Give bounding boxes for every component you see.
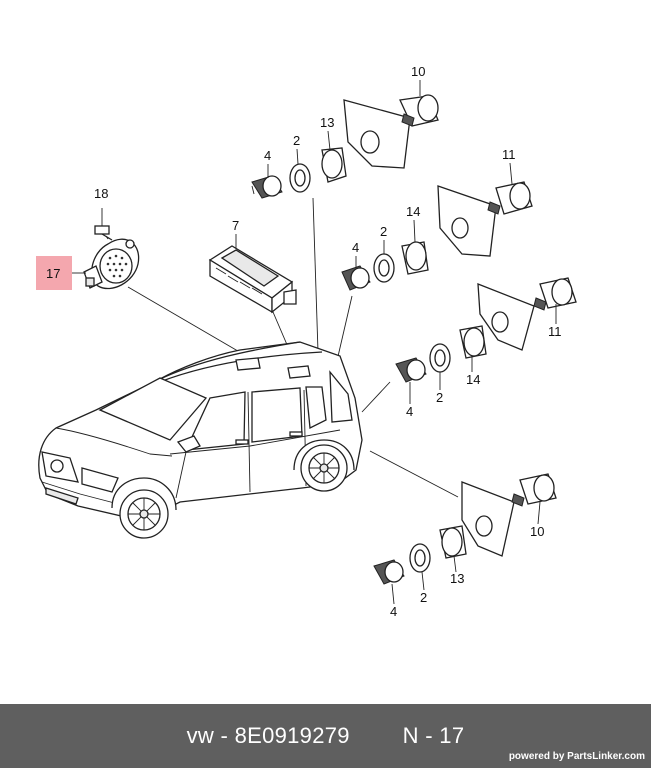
position-label: N - 17 xyxy=(402,723,465,748)
label-2-lower: 2 xyxy=(436,390,443,405)
car-illustration xyxy=(38,341,363,539)
label-11-upper: 11 xyxy=(502,147,516,162)
label-11-lower: 11 xyxy=(548,324,562,339)
buzzer-part-17 xyxy=(36,238,140,290)
control-unit-module xyxy=(208,245,297,314)
screw-part-18 xyxy=(94,208,113,241)
powered-by-link[interactable]: powered by PartsLinker.com xyxy=(508,751,645,762)
label-2-bottom: 2 xyxy=(420,590,427,605)
label-4-top: 4 xyxy=(264,148,271,163)
sensor-group-bottom xyxy=(373,473,557,585)
brand-label: vw xyxy=(186,723,215,748)
label-17: 17 xyxy=(46,266,60,281)
part-number: 8E0919279 xyxy=(234,723,350,748)
callout-labels: 10 13 2 4 11 14 2 4 7 18 17 11 14 2 4 10… xyxy=(46,64,562,619)
label-10-bottom: 10 xyxy=(530,524,544,539)
label-10-top: 10 xyxy=(411,64,425,79)
label-2-upper: 2 xyxy=(380,224,387,239)
label-7: 7 xyxy=(232,218,239,233)
label-14-upper: 14 xyxy=(406,204,420,219)
leader-lines xyxy=(127,197,459,498)
sensor-group-top xyxy=(251,94,439,199)
part-info: vw - 8E0919279 N - 17 xyxy=(186,723,465,748)
highlight-box xyxy=(36,256,72,290)
label-2-top: 2 xyxy=(293,133,300,148)
label-13-bottom: 13 xyxy=(450,571,464,586)
label-4-upper: 4 xyxy=(352,240,359,255)
sensor-group-lower-right xyxy=(395,277,577,383)
label-18: 18 xyxy=(94,186,108,201)
label-4-bottom: 4 xyxy=(390,604,397,619)
label-4-lower: 4 xyxy=(406,404,413,419)
footer-bar: vw - 8E0919279 N - 17 powered by PartsLi… xyxy=(0,704,651,768)
parts-diagram: 10 13 2 4 11 14 2 4 7 18 17 11 14 2 4 10… xyxy=(36,64,577,619)
label-14-lower: 14 xyxy=(466,372,480,387)
sensor-group-upper-right xyxy=(341,181,533,291)
label-13-top: 13 xyxy=(320,115,334,130)
